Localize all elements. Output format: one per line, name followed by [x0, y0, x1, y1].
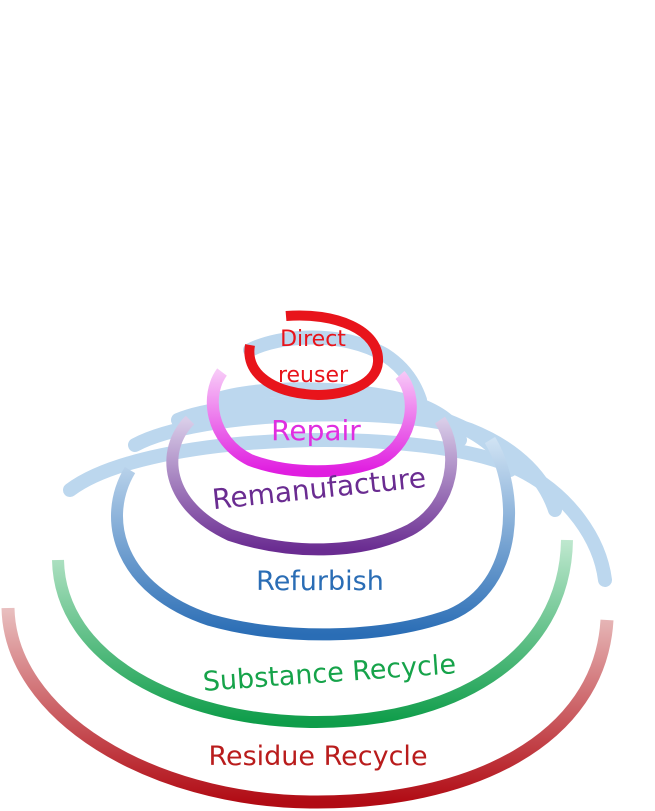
ring-refurbish [111, 436, 515, 641]
label-repair: Repair [271, 414, 361, 447]
connector-arrow [63, 433, 612, 587]
label-refurbish: Refurbish [256, 566, 384, 597]
label-direct-reuser-line2: reuser [278, 363, 349, 388]
label-residue-recycle: Residue Recycle [208, 741, 427, 772]
label-direct-reuser-line1: Direct [280, 327, 346, 352]
ring-repair [206, 368, 417, 478]
ring-residue-recycle [1, 607, 614, 809]
ring-remanufacture [166, 415, 458, 556]
ring-substance-recycle [52, 539, 573, 729]
label-substance-recycle: Substance Recycle [202, 649, 457, 698]
ring-direct-reuser [244, 310, 383, 400]
